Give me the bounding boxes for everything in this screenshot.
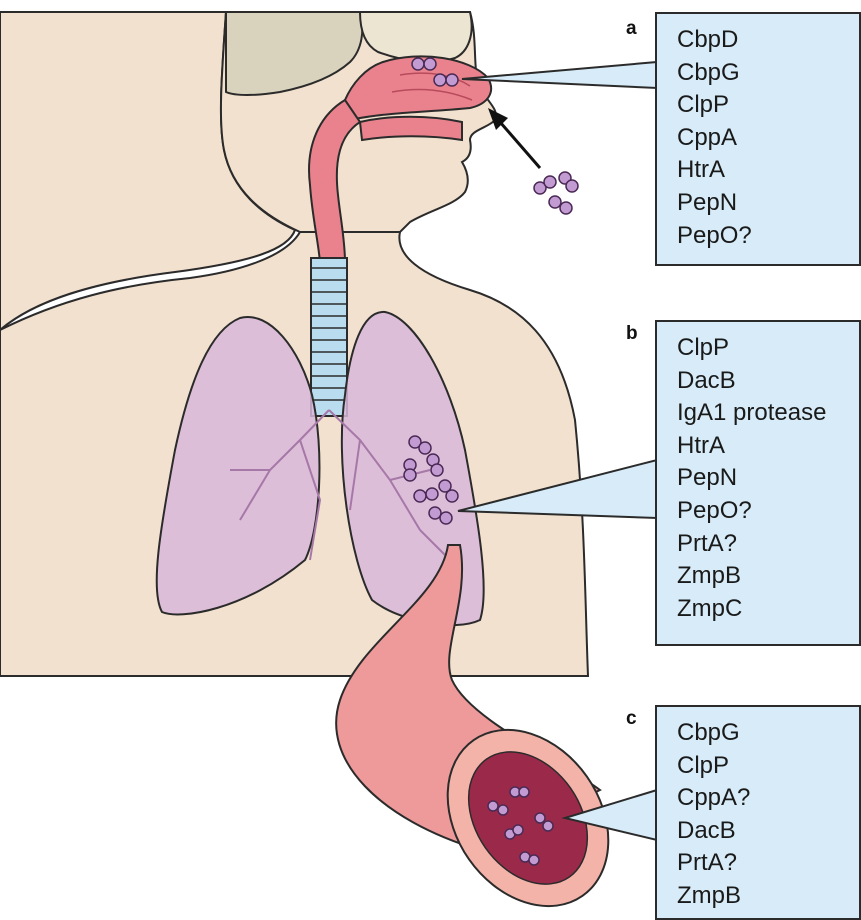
entry-arrow xyxy=(488,108,540,168)
mouth xyxy=(360,117,462,140)
list-item: HtrA xyxy=(677,430,859,463)
panel-letter-b: b xyxy=(626,323,638,345)
list-item: PrtA? xyxy=(677,528,859,561)
list-item: CbpD xyxy=(677,24,859,57)
panel-letter-a: a xyxy=(626,18,637,40)
list-item: DacB xyxy=(677,365,859,398)
list-item: ZmpB xyxy=(677,880,859,913)
list-item: CppA? xyxy=(677,782,859,815)
callout-b: ClpP DacB IgA1 protease HtrA PepN PepO? … xyxy=(655,320,861,646)
callout-a: CbpD CbpG ClpP CppA HtrA PepN PepO? xyxy=(655,12,861,266)
trachea xyxy=(311,258,347,416)
panel-letter-c: c xyxy=(626,708,637,730)
list-item: ClpP xyxy=(677,750,859,783)
list-item: PepN xyxy=(677,187,859,220)
list-item: CppA xyxy=(677,122,859,155)
list-item: PepO? xyxy=(677,220,859,253)
list-item: DacB xyxy=(677,815,859,848)
list-item: ZmpC xyxy=(677,593,859,626)
list-item: CbpG xyxy=(677,717,859,750)
list-item: CbpG xyxy=(677,57,859,90)
list-item: ClpP xyxy=(677,89,859,122)
list-item: PepN xyxy=(677,462,859,495)
callout-c: CbpG ClpP CppA? DacB PrtA? ZmpB xyxy=(655,705,861,920)
list-item: ZmpB xyxy=(677,560,859,593)
list-item: PepO? xyxy=(677,495,859,528)
list-item: PrtA? xyxy=(677,847,859,880)
list-item: ClpP xyxy=(677,332,859,365)
list-item: IgA1 protease xyxy=(677,397,859,430)
list-item: HtrA xyxy=(677,154,859,187)
